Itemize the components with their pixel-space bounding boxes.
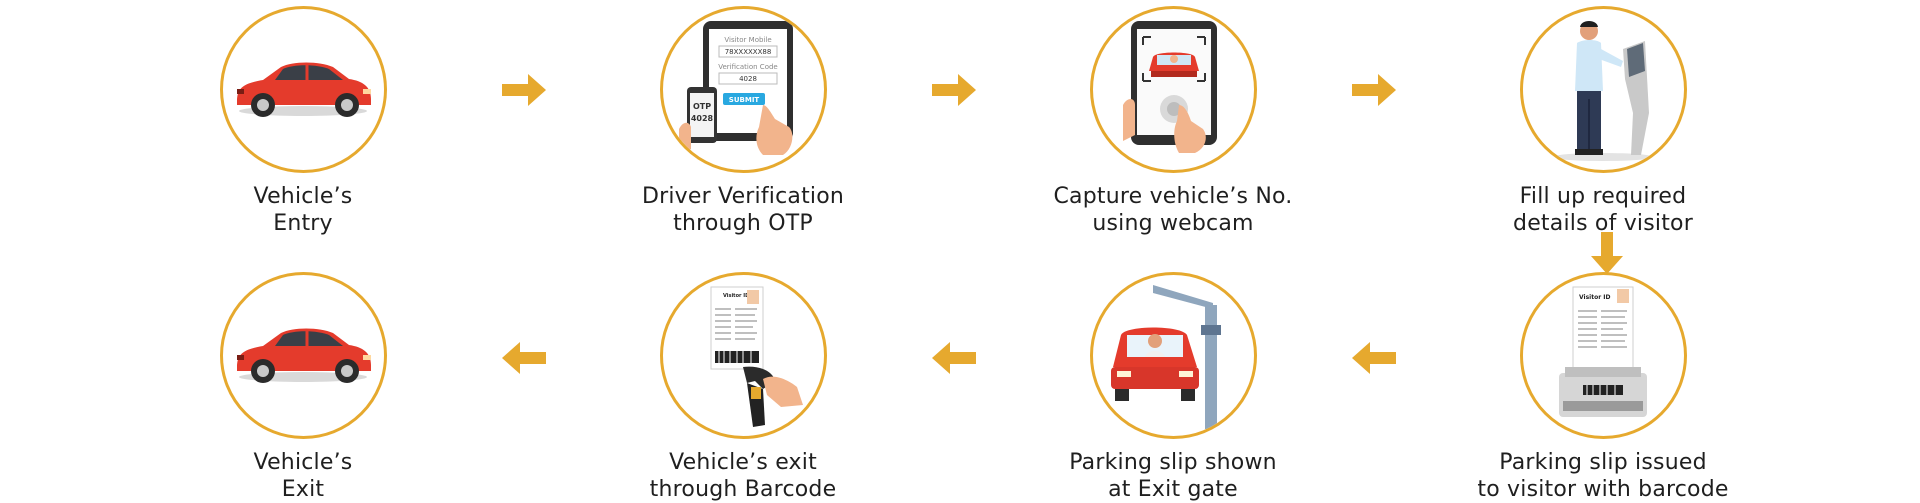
arrow-right-icon	[1350, 66, 1398, 114]
caption-line1: Vehicle’s	[253, 450, 353, 475]
caption-line1: Capture vehicle’s No.	[1053, 184, 1293, 209]
step-slip-issued: Visitor ID Parking slip issu	[1433, 272, 1773, 503]
arrow-down-icon	[1583, 230, 1631, 278]
slip-printer-icon: Visitor ID	[1558, 286, 1647, 417]
step-circle	[1519, 6, 1687, 173]
tablet-field1-value: 78XXXXXX88	[724, 48, 771, 56]
arrow-left-icon	[930, 334, 978, 382]
tablet-submit: SUBMIT	[728, 96, 759, 104]
step-caption: Vehicle’s Entry	[133, 183, 473, 237]
step-circle	[219, 272, 387, 439]
step-caption: Vehicle’s exit through Barcode	[573, 449, 913, 503]
caption-line2: through Barcode	[649, 477, 837, 502]
step-circle: Visitor ID	[1519, 272, 1687, 439]
step-caption: Parking slip shown at Exit gate	[1003, 449, 1343, 503]
arrow-right-icon	[930, 66, 978, 114]
step-caption: Parking slip issued to visitor with barc…	[1433, 449, 1773, 503]
exit-gate-icon	[1110, 285, 1221, 429]
step-caption: Capture vehicle’s No. using webcam	[1003, 183, 1343, 237]
caption-line1: Driver Verification	[641, 184, 845, 209]
tablet-field2-value: 4028	[739, 75, 757, 83]
phone-label: OTP	[692, 102, 710, 111]
caption-line2: Exit	[281, 477, 325, 502]
caption-line1: Fill up required	[1519, 184, 1687, 209]
step-circle	[1089, 272, 1257, 439]
tablet-field2-label: Verification Code	[718, 63, 777, 71]
arrow-left-icon	[500, 334, 548, 382]
caption-line2: using webcam	[1092, 211, 1254, 236]
step-circle	[1089, 6, 1257, 173]
caption-line2: to visitor with barcode	[1477, 477, 1729, 502]
arrow-left-icon	[1350, 334, 1398, 382]
phone-code: 4028	[690, 114, 713, 123]
caption-line1: Vehicle’s	[253, 184, 353, 209]
caption-line2: at Exit gate	[1108, 477, 1238, 502]
caption-line2: Entry	[273, 211, 333, 236]
caption-line1: Parking slip shown	[1069, 450, 1277, 475]
step-fill-details: Fill up required details of visitor	[1433, 6, 1773, 237]
webcam-capture-icon	[1122, 21, 1217, 153]
step-caption: Fill up required details of visitor	[1433, 183, 1773, 237]
tablet-field1-label: Visitor Mobile	[724, 36, 771, 44]
slip-title: Visitor ID	[1579, 294, 1610, 301]
step-vehicle-entry: Vehicle’s Entry	[133, 6, 473, 237]
caption-line1: Vehicle’s exit	[669, 450, 817, 475]
otp-tablet-icon: Visitor Mobile 78XXXXXX88 Verification C…	[678, 21, 793, 155]
arrow-right-icon	[500, 66, 548, 114]
step-slip-exit-gate: Parking slip shown at Exit gate	[1003, 272, 1343, 503]
kiosk-icon	[1552, 21, 1653, 161]
step-exit-barcode: Visitor ID Vehicle’s exit	[573, 272, 913, 503]
barcode-scanner-icon: Visitor ID	[710, 286, 803, 427]
step-caption: Driver Verification through OTP	[573, 183, 913, 237]
step-capture-webcam: Capture vehicle’s No. using webcam	[1003, 6, 1343, 237]
step-caption: Vehicle’s Exit	[133, 449, 473, 503]
step-circle	[219, 6, 387, 173]
red-car-icon	[236, 62, 371, 117]
step-circle: Visitor Mobile 78XXXXXX88 Verification C…	[659, 6, 827, 173]
caption-line2: details of visitor	[1513, 211, 1693, 236]
step-vehicle-exit: Vehicle’s Exit	[133, 272, 473, 503]
step-driver-verification: Visitor Mobile 78XXXXXX88 Verification C…	[573, 6, 913, 237]
caption-line2: through OTP	[673, 211, 813, 236]
caption-line1: Parking slip issued	[1499, 450, 1707, 475]
red-car-icon	[236, 328, 371, 383]
slip-title: Visitor ID	[723, 293, 749, 299]
step-circle: Visitor ID	[659, 272, 827, 439]
